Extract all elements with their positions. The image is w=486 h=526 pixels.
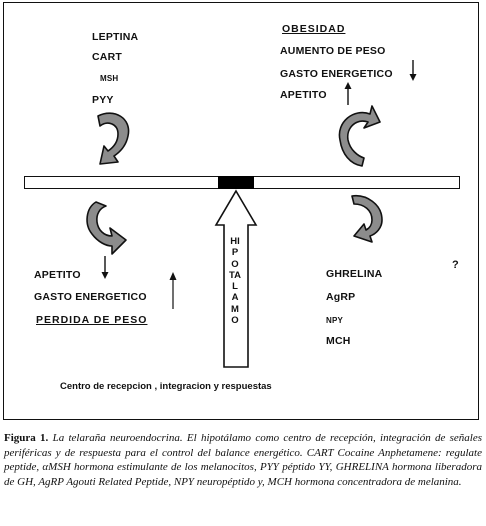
center-caption: Centro de recepcion , integracion y resp… — [60, 381, 272, 392]
curved-arrow-icon — [86, 201, 127, 255]
down-arrow-icon — [101, 256, 109, 279]
figure-number: Figura 1. — [4, 432, 49, 444]
down-arrow-icon — [409, 60, 417, 81]
label-apetito-top: APETITO — [280, 89, 327, 101]
label-agrp: AgRP — [326, 291, 356, 303]
label-gasto-energetico-top: GASTO ENERGETICO — [280, 68, 393, 80]
label-aumento-de-peso: AUMENTO DE PESO — [280, 45, 386, 57]
label-apetito-bottom: APETITO — [34, 269, 81, 281]
curved-arrow-icon — [338, 105, 381, 167]
question-mark: ? — [452, 259, 459, 271]
label-obesidad: OBESIDAD — [282, 23, 346, 35]
label-pyy: PYY — [92, 94, 114, 106]
label-cart: CART — [92, 51, 122, 63]
figure-body: El hipotálamo como centro de recepción, … — [4, 432, 483, 488]
label-leptina: LEPTINA — [92, 31, 139, 43]
label-gasto-energetico-bottom: GASTO ENERGETICO — [34, 291, 147, 303]
label-mch: MCH — [326, 335, 351, 347]
hypothalamus-label: HIPOTALAMO — [229, 236, 241, 327]
label-msh: MSH — [100, 74, 119, 83]
curved-arrow-icon — [97, 112, 130, 165]
up-arrow-icon — [344, 82, 352, 105]
hypothalamus-block — [218, 176, 254, 189]
label-perdida-de-peso: PERDIDA DE PESO — [36, 314, 148, 326]
up-arrow-icon — [169, 272, 177, 309]
label-ghrelina: GHRELINA — [326, 268, 383, 280]
hypothalamus-arrow-icon — [214, 189, 258, 368]
label-npy: NPY — [326, 316, 344, 325]
curved-arrow-icon — [351, 195, 383, 243]
figure-caption: Figura 1. La telaraña neuroendocrina. El… — [4, 431, 482, 489]
figure-title: La telaraña neuroendocrina. — [52, 432, 183, 444]
